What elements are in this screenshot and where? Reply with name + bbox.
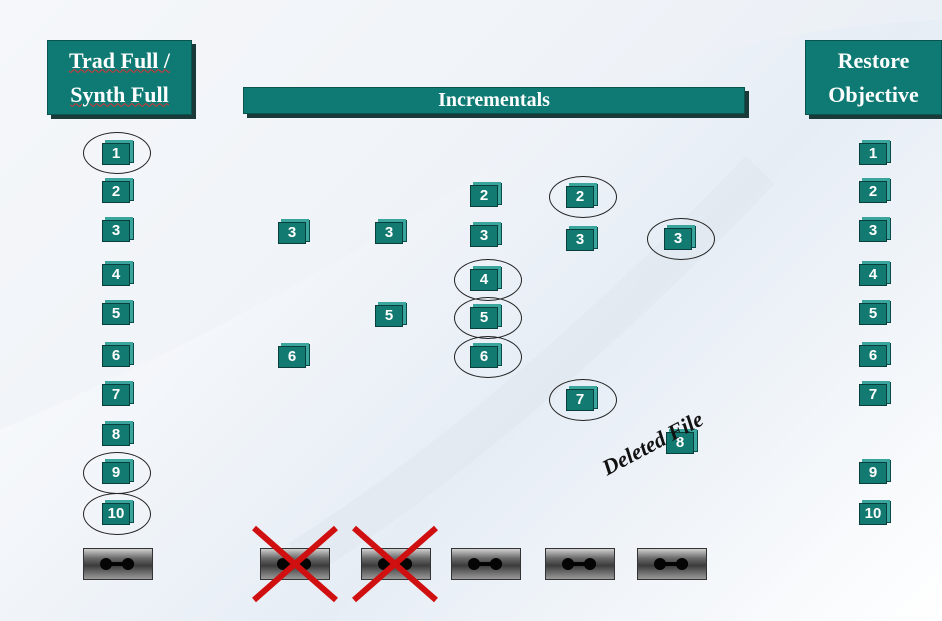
file-block-inc2-5: 5 — [375, 305, 403, 327]
file-block-inc4-3: 3 — [566, 229, 594, 251]
file-block-restore-4: 4 — [859, 264, 887, 286]
tape-cartridge-icon — [637, 548, 707, 580]
tape-cartridge-icon — [83, 548, 153, 580]
trad-full-header-line2: Synth Full — [70, 81, 169, 107]
file-block-inc3-3: 3 — [470, 225, 498, 247]
selection-circle — [454, 297, 522, 339]
file-block-restore-5: 5 — [859, 303, 887, 325]
selection-circle — [454, 336, 522, 378]
file-block-trad-7: 7 — [102, 384, 130, 406]
selection-circle — [454, 259, 522, 301]
trad-full-header-line1: Trad Full / — [68, 47, 171, 73]
file-block-inc1-6: 6 — [278, 346, 306, 368]
trad-full-header: Trad Full / Synth Full — [47, 40, 192, 115]
file-block-trad-2: 2 — [102, 181, 130, 203]
selection-circle — [549, 176, 617, 218]
file-block-inc2-3: 3 — [375, 222, 403, 244]
selection-circle — [549, 379, 617, 421]
tape-cartridge-icon — [545, 548, 615, 580]
file-block-restore-3: 3 — [859, 220, 887, 242]
file-block-inc3-2: 2 — [470, 185, 498, 207]
file-block-restore-10: 10 — [859, 503, 887, 525]
file-block-restore-1: 1 — [859, 143, 887, 165]
selection-circle — [647, 218, 715, 260]
file-block-trad-4: 4 — [102, 264, 130, 286]
tape-cartridge-icon — [361, 548, 431, 580]
selection-circle — [83, 452, 151, 494]
file-block-restore-7: 7 — [859, 384, 887, 406]
file-block-restore-2: 2 — [859, 181, 887, 203]
restore-header-line2: Objective — [828, 81, 919, 107]
restore-objective-header: Restore Objective — [805, 40, 942, 115]
incrementals-header: Incrementals — [243, 87, 745, 114]
file-block-inc5-8: 8 — [666, 432, 694, 454]
selection-circle — [83, 132, 151, 174]
file-block-restore-9: 9 — [859, 462, 887, 484]
file-block-trad-5: 5 — [102, 303, 130, 325]
restore-header-line1: Restore — [837, 47, 910, 73]
tape-cartridge-icon — [451, 548, 521, 580]
selection-circle — [83, 493, 151, 535]
file-block-inc1-3: 3 — [278, 222, 306, 244]
file-block-trad-3: 3 — [102, 220, 130, 242]
tape-cartridge-icon — [260, 548, 330, 580]
file-block-trad-6: 6 — [102, 345, 130, 367]
file-block-trad-8: 8 — [102, 424, 130, 446]
file-block-restore-6: 6 — [859, 345, 887, 367]
